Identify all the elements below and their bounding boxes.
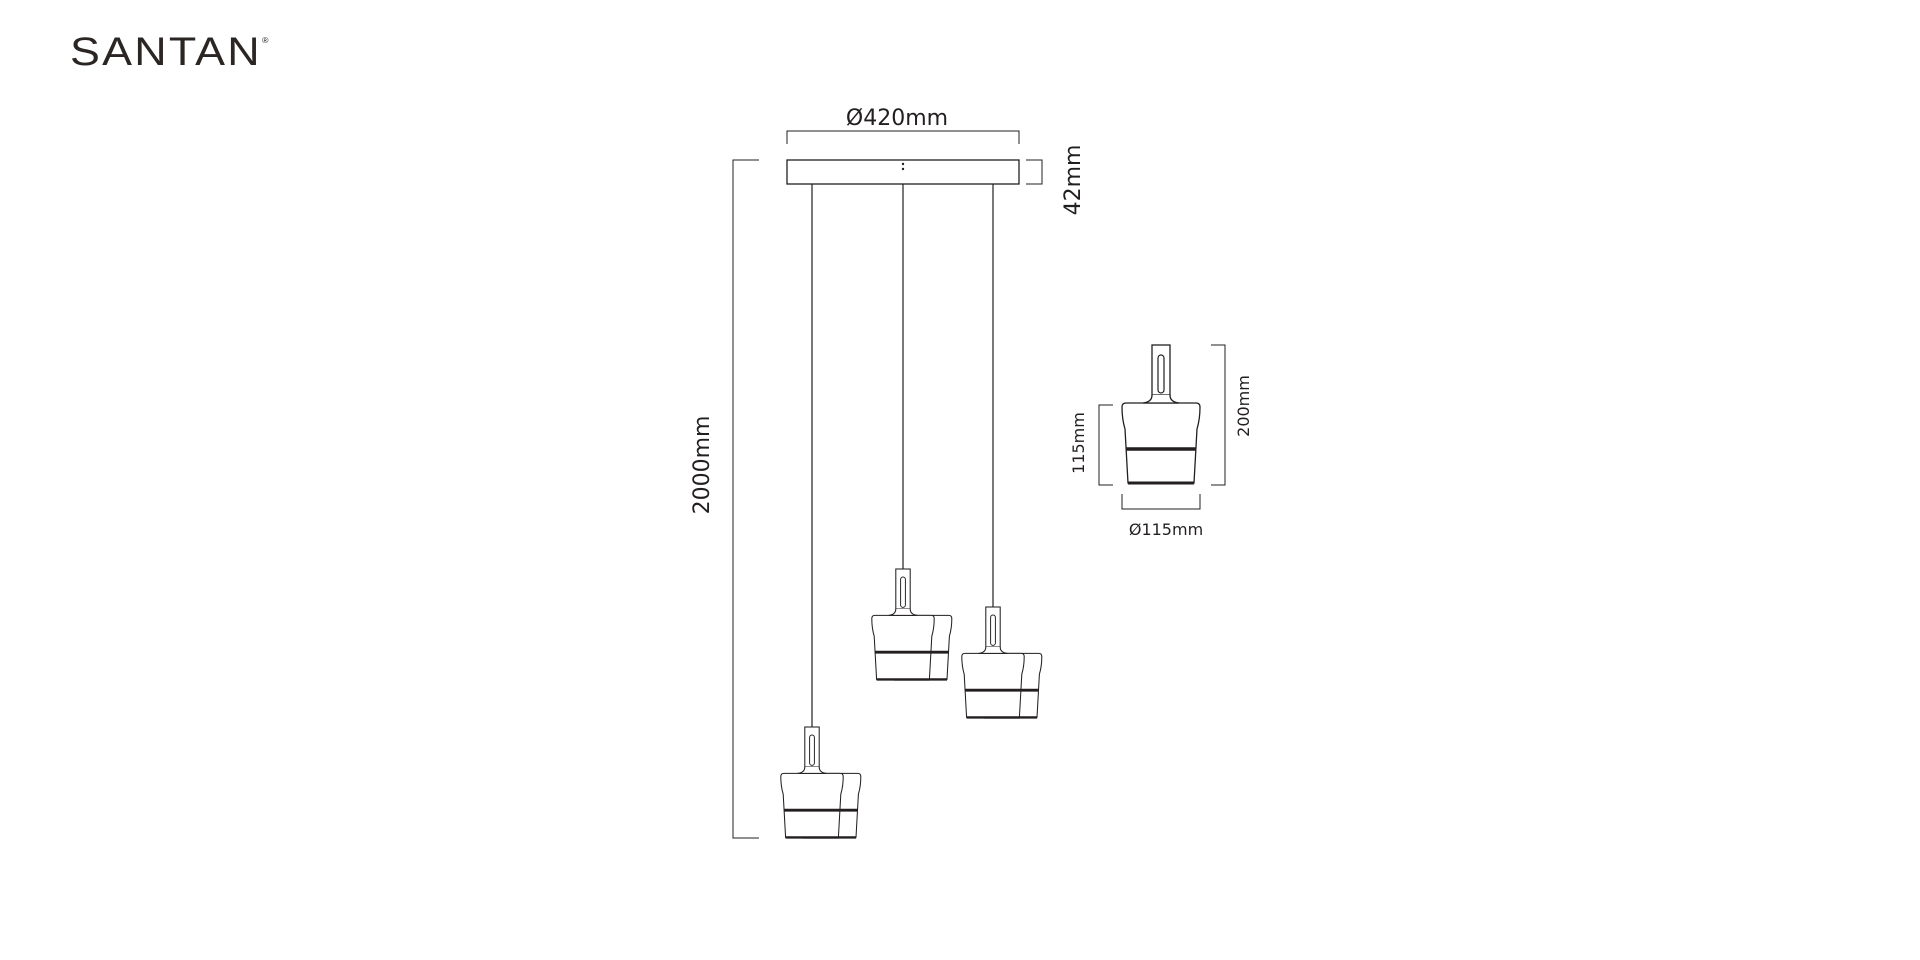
shade-diameter-label: Ø115mm bbox=[1129, 520, 1203, 539]
canopy-diameter-label: Ø420mm bbox=[846, 106, 948, 131]
canopy bbox=[786, 159, 1020, 185]
brand-logo: SANTAN® bbox=[70, 30, 268, 75]
pendant-height-label: 200mm bbox=[1234, 375, 1253, 437]
overall-drop-label: 2000mm bbox=[690, 416, 715, 515]
pendant-2 bbox=[872, 569, 952, 679]
cords bbox=[811, 184, 994, 727]
pendant-1 bbox=[781, 727, 861, 837]
pendant-3 bbox=[962, 607, 1042, 717]
registered-mark: ® bbox=[261, 36, 269, 45]
dimension-lines bbox=[732, 130, 1226, 839]
canopy-height-label: 42mm bbox=[1061, 145, 1086, 216]
shade-height-label: 115mm bbox=[1069, 412, 1088, 474]
brand-name: SANTAN bbox=[70, 30, 262, 74]
pendant-detail bbox=[1120, 344, 1202, 485]
